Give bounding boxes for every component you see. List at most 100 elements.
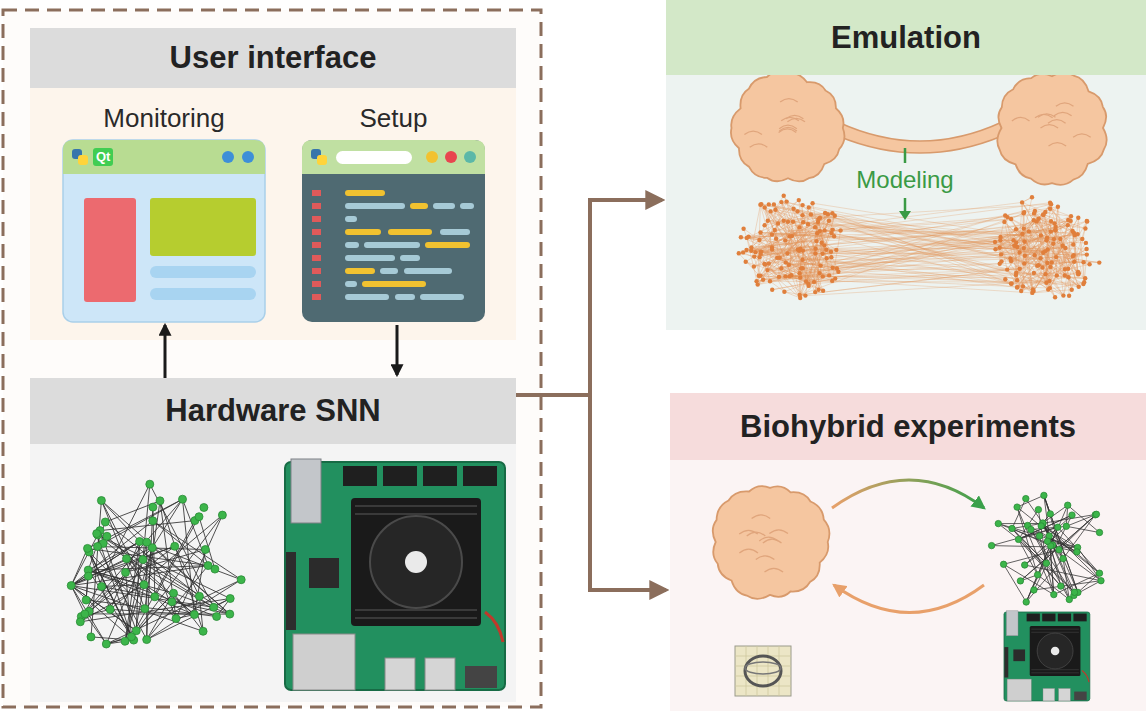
network-link [1005, 279, 1033, 291]
modeling-label: Modeling [853, 166, 956, 194]
network-neuron [1032, 271, 1036, 275]
setup-window [302, 140, 485, 174]
network-link [150, 484, 214, 607]
setup-window [464, 151, 476, 163]
line-marker [312, 255, 321, 261]
network-neuron [106, 605, 114, 613]
network-neuron [1066, 218, 1070, 222]
network-link [808, 269, 1019, 284]
network-neuron [1067, 294, 1071, 298]
code-line [380, 268, 398, 274]
network-link [1063, 559, 1078, 593]
network-neuron [824, 248, 828, 252]
modeling-arrow [904, 198, 907, 212]
organoid-bridge [838, 122, 1002, 153]
network-link [1019, 515, 1073, 539]
network-link [140, 542, 242, 580]
network-link [1017, 247, 1071, 290]
network-neuron [739, 235, 743, 239]
network-neuron [1019, 289, 1023, 293]
network-link [88, 570, 144, 585]
network-neuron [803, 293, 807, 297]
organoid-texture [779, 127, 797, 131]
network-link [110, 609, 194, 614]
network-link [772, 214, 1043, 234]
network-link [81, 548, 152, 617]
code-line [345, 294, 389, 300]
network-neuron [810, 201, 814, 205]
network-neuron [1081, 260, 1085, 264]
network-neuron [1014, 273, 1018, 277]
organoid-texture [1056, 103, 1074, 107]
network-neuron [97, 497, 105, 505]
network-neuron [1005, 267, 1009, 271]
mea-chip [735, 646, 791, 696]
network-neuron [143, 538, 151, 546]
network-neuron [1041, 212, 1045, 216]
network-link [1043, 214, 1065, 269]
network-neuron [140, 581, 148, 589]
network-neuron [816, 217, 820, 221]
network-neuron [143, 636, 151, 644]
network-link [1048, 216, 1071, 289]
network-neuron [796, 247, 800, 251]
network-link [785, 222, 803, 240]
panel-heading: User interface [30, 28, 516, 88]
network-neuron [988, 542, 994, 548]
network-neuron [1052, 237, 1056, 241]
network-link [1050, 209, 1075, 236]
network-neuron [1044, 538, 1050, 544]
network-neuron [1017, 250, 1021, 254]
network-neuron [1030, 195, 1034, 199]
network-neuron [1022, 239, 1026, 243]
code-line [388, 229, 432, 235]
network-neuron [786, 220, 790, 224]
network-neuron [761, 278, 765, 282]
network-link [1053, 244, 1057, 276]
network-neuron [190, 611, 198, 619]
network-link [803, 222, 1082, 239]
network-neuron [1022, 246, 1026, 250]
network-neuron [1041, 492, 1047, 498]
network-neuron [1060, 555, 1066, 561]
network-link [100, 521, 195, 531]
hardware-panel: Hardware SNN [30, 378, 516, 702]
network-neuron [1023, 599, 1029, 605]
network-neuron [1072, 260, 1076, 264]
network-link [147, 542, 230, 614]
network-neuron [1055, 273, 1059, 277]
monitoring-window [72, 149, 88, 165]
network-neuron [763, 262, 767, 266]
network-neuron [753, 250, 757, 254]
network-neuron [995, 520, 1001, 526]
network-neuron [772, 202, 776, 206]
network-neuron [797, 225, 801, 229]
line-marker [312, 229, 321, 235]
network-neuron [1049, 229, 1053, 233]
network-neuron [1015, 278, 1019, 282]
network-neuron [827, 219, 831, 223]
network-link [1026, 559, 1063, 602]
network-neuron [1008, 256, 1012, 260]
organoid-texture [1041, 125, 1059, 129]
network-neuron [758, 230, 762, 234]
network-neuron [1003, 213, 1007, 217]
network-neuron [1045, 261, 1049, 265]
network-neuron [821, 274, 825, 278]
code-line [345, 203, 405, 209]
network-link [805, 281, 1049, 296]
network-neuron [752, 254, 756, 258]
network-link [1049, 515, 1072, 536]
network-neuron [1048, 265, 1052, 269]
network-link [800, 243, 822, 298]
network-neuron [758, 203, 762, 207]
network-link [1026, 499, 1043, 524]
monitoring-window [150, 266, 256, 278]
network-neuron [195, 513, 203, 521]
network-neuron [1065, 502, 1071, 508]
network-neuron [801, 220, 805, 224]
network-neuron [139, 556, 147, 564]
network-neuron [762, 262, 766, 266]
biohybrid-panel: Biohybrid experiments [670, 393, 1146, 711]
network-neuron [777, 275, 781, 279]
